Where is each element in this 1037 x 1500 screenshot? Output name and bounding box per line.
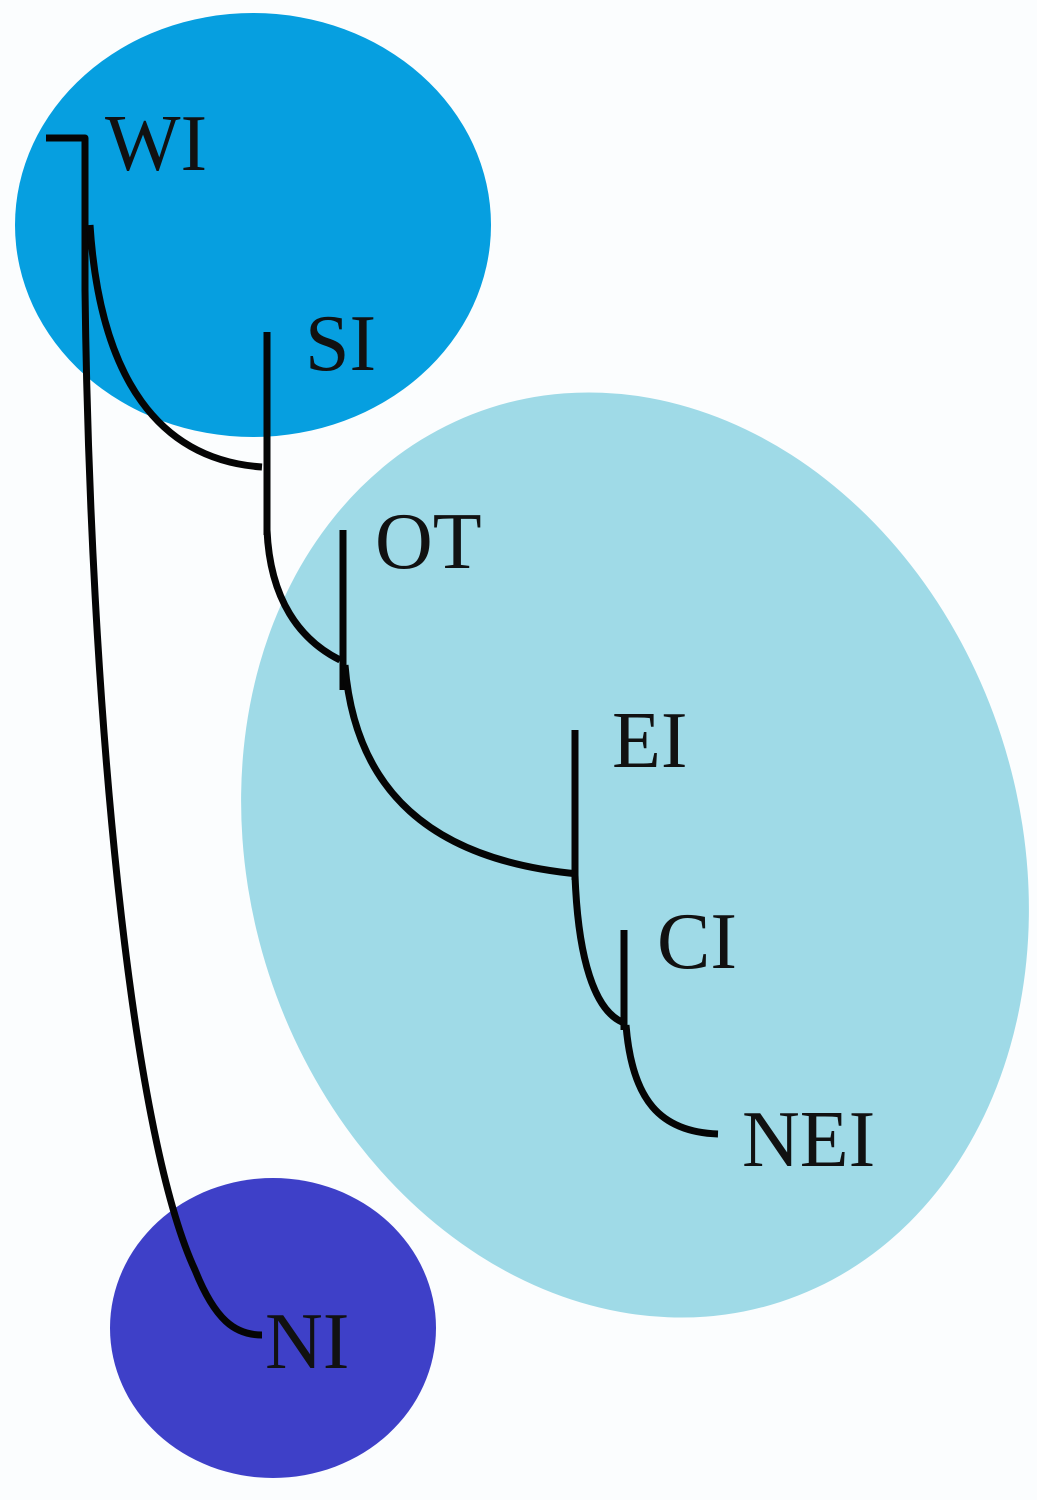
branch-ci-nei [622, 1024, 719, 1138]
node-label-wi: WI [105, 100, 207, 188]
branch-si-ot [263, 529, 342, 664]
node-label-nei: NEI [742, 1096, 875, 1184]
node-label-ot: OT [375, 498, 482, 586]
branch-wi-si [86, 224, 263, 471]
tree-branches [46, 134, 719, 1339]
branch-ot-ei [341, 664, 579, 878]
node-label-ei: EI [612, 697, 688, 785]
node-label-ci: CI [657, 898, 737, 986]
group-ellipse-upper [15, 13, 491, 437]
node-label-ni: NI [265, 1298, 349, 1386]
group-ellipse-right [241, 392, 1029, 1318]
node-label-si: SI [305, 300, 376, 388]
branch-wi-ni [46, 134, 263, 1339]
branch-ei-ci [571, 874, 624, 1026]
